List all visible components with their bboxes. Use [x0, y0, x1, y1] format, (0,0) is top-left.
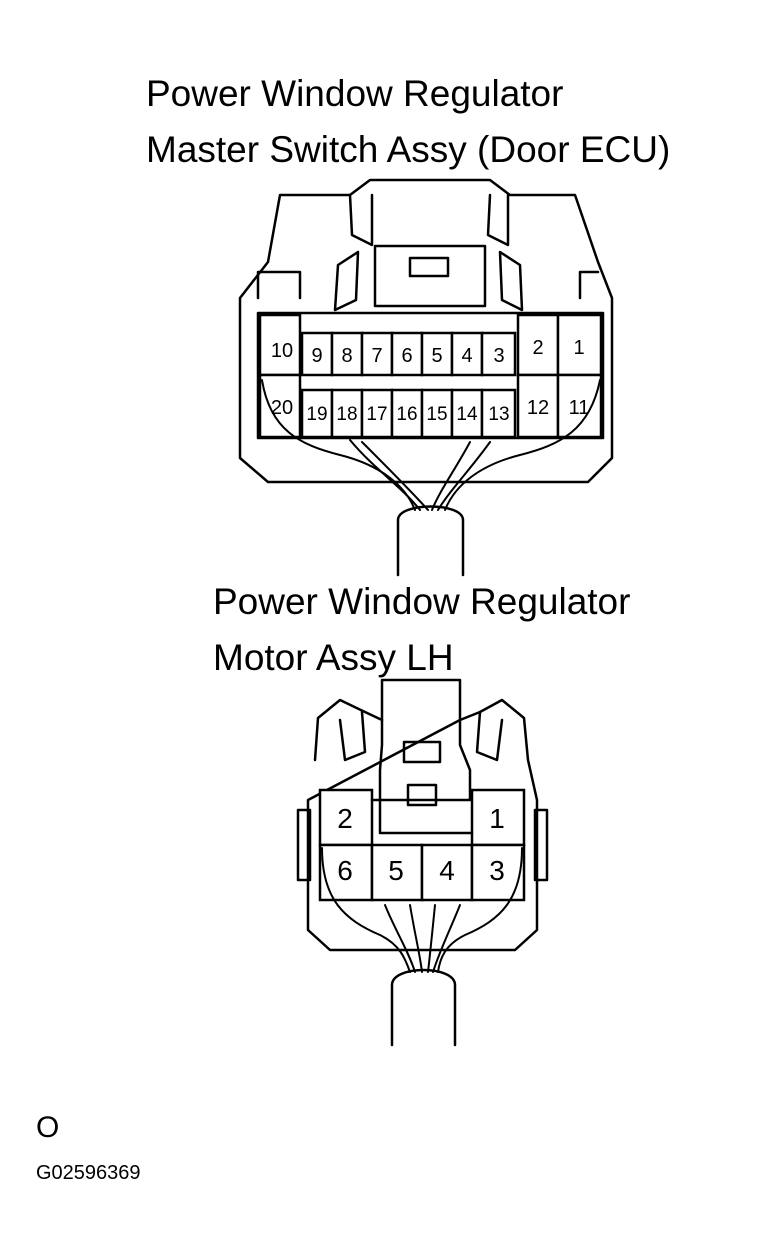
motor-pin-cell [470, 788, 526, 847]
master-pin-label: 4 [461, 345, 472, 367]
motor-side-lug-left [296, 808, 312, 882]
master-housing-rim [256, 270, 600, 300]
master-pin-label: 3 [493, 345, 504, 367]
master-latch-window [373, 244, 487, 308]
motor-pin-label: 1 [489, 803, 505, 834]
master-pin-label: 7 [371, 345, 382, 367]
motor-title-line2: Motor Assy LH [213, 637, 454, 678]
motor-wire [437, 847, 523, 973]
master-pin-label: 8 [341, 345, 352, 367]
master-pin-label: 13 [488, 404, 509, 425]
master-pin-label: 6 [401, 345, 412, 367]
motor-latch [378, 678, 472, 802]
motor-rib-left [338, 710, 367, 762]
master-latch-tab [408, 256, 450, 278]
master-pin-label: 20 [271, 397, 293, 419]
master-pin-label: 10 [271, 340, 293, 362]
footer-marker: O [36, 1111, 59, 1144]
master-pin-label: 14 [456, 404, 478, 425]
motor-pin-label: 2 [337, 803, 353, 834]
motor-wire [432, 904, 461, 973]
master-pin-label: 9 [311, 345, 322, 367]
master-connector: 10 9 8 7 6 5 4 3 2 1 20 19 18 17 16 15 1… [238, 178, 614, 577]
master-pin-label: 5 [431, 345, 442, 367]
motor-pin-label: 3 [489, 855, 505, 886]
master-pin-label: 15 [426, 404, 447, 425]
master-pin-cell [556, 373, 603, 439]
master-guide-left [333, 250, 360, 312]
master-wire [437, 441, 491, 511]
master-title-line1: Power Window Regulator [146, 73, 563, 114]
master-pin-cell [480, 388, 517, 439]
motor-connector: 2 1 6 5 4 3 [296, 678, 549, 1047]
master-wire [444, 379, 601, 511]
motor-cable-sleeve [390, 968, 457, 1047]
motor-title-line1: Power Window Regulator [213, 581, 630, 622]
master-wire [361, 441, 429, 511]
master-pin-cell [258, 373, 302, 439]
master-pin-cell [420, 331, 454, 377]
master-wire [261, 379, 416, 511]
master-pin-cell [390, 331, 424, 377]
master-pin-cell [330, 331, 364, 377]
master-pin-cell [360, 388, 394, 439]
motor-center-step [370, 798, 474, 835]
master-latch-right [486, 193, 510, 247]
master-guide-right [498, 250, 524, 312]
motor-pin-label: 4 [439, 855, 455, 886]
master-pin-cell [300, 388, 334, 439]
motor-pin-label: 5 [388, 855, 404, 886]
master-pin-label: 17 [366, 404, 387, 425]
motor-pin-cell [370, 843, 424, 902]
master-housing-outline [238, 178, 614, 484]
master-latch-left [348, 193, 374, 247]
motor-latch-slot [406, 783, 438, 807]
master-pin-cell [450, 331, 484, 377]
motor-wire [409, 904, 423, 973]
motor-pin-label: 6 [337, 855, 353, 886]
master-cable-sleeve [396, 505, 465, 577]
master-title-line2: Master Switch Assy (Door ECU) [146, 129, 670, 170]
motor-wire [321, 847, 411, 973]
motor-side-lug-right [533, 808, 549, 882]
master-pin-label: 18 [336, 404, 357, 425]
master-pin-label: 2 [532, 337, 543, 359]
master-pin-cell [516, 373, 560, 439]
master-pin-label: 12 [527, 397, 549, 419]
master-pin-cell [480, 331, 517, 377]
motor-pin-cell [420, 843, 474, 902]
master-pin-cell [300, 331, 334, 377]
motor-rib-right [475, 710, 504, 762]
master-pin-cell [330, 388, 364, 439]
figure-code: G02596369 [36, 1162, 141, 1184]
master-pin-label: 11 [569, 397, 590, 419]
motor-wire [384, 904, 416, 973]
motor-latch-tab [402, 740, 442, 764]
master-wire [431, 441, 471, 511]
master-wire [349, 439, 421, 511]
master-pin-label: 16 [396, 404, 417, 425]
master-pin-label: 1 [573, 337, 584, 359]
master-pin-label: 19 [306, 404, 327, 425]
motor-wire [427, 904, 436, 973]
motor-housing-outline [306, 698, 539, 952]
